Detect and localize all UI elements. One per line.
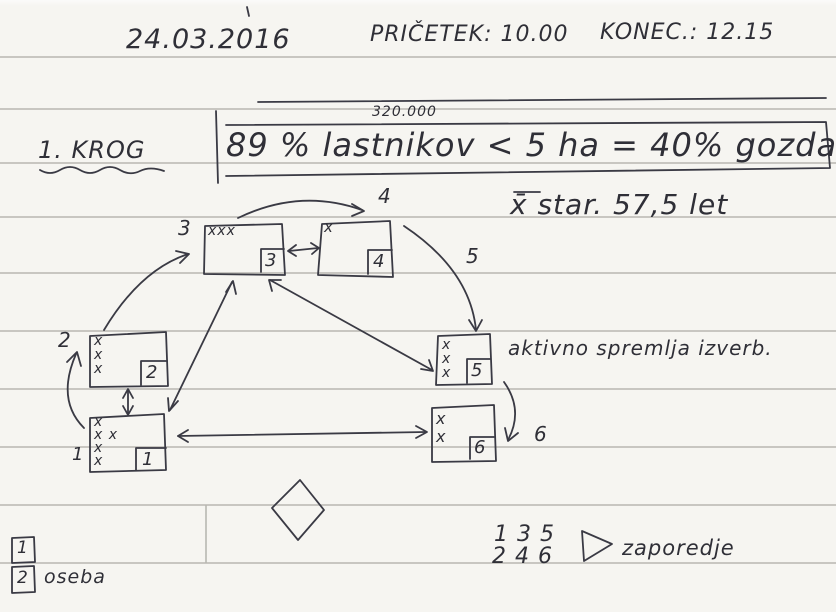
box-2-marks: x x x [94, 333, 104, 377]
legend-boxes [11, 536, 36, 594]
order-bottom-row: 2 4 6 [492, 544, 553, 569]
round-label: 1. KROG [38, 136, 146, 164]
box-5-number: 5 [471, 360, 484, 381]
paper-edge [0, 0, 836, 6]
box-6-number: 6 [474, 437, 487, 458]
order-label: zaporedje [622, 536, 735, 560]
triangle-shape [581, 530, 613, 562]
person-boxes [89, 220, 497, 473]
owners-count-text: 320.000 [372, 104, 437, 120]
legend-box-2 [11, 565, 36, 594]
box-6-marks: x x [436, 409, 447, 446]
round-underline [39, 166, 165, 175]
box-4-marks: x [324, 218, 334, 236]
node-label-6: 6 [534, 422, 548, 446]
statistic-frame [215, 6, 831, 184]
date-text: 24.03.2016 [126, 24, 291, 55]
average-age-text: x̄ star. 57,5 let [510, 188, 729, 221]
box-4 [317, 220, 394, 278]
legend-person-text: oseba [44, 566, 106, 588]
box-1-number: 1 [142, 449, 155, 470]
box-2 [89, 331, 169, 388]
node-label-5: 5 [466, 244, 480, 268]
diamond-shape [271, 479, 325, 541]
node-label-4: 4 [378, 184, 392, 208]
order-top-row: 1 3 5 [494, 522, 555, 547]
box-2-number: 2 [146, 362, 159, 383]
node-label-1: 1 [72, 444, 85, 465]
box-3-number: 3 [265, 250, 278, 271]
ruled-lines [0, 56, 836, 564]
end-time-text: KONEC.: 12.15 [600, 20, 775, 45]
box-6 [431, 404, 497, 463]
node-label-2: 2 [58, 328, 72, 352]
box-3-marks: xxx [208, 223, 236, 239]
box-4-number: 4 [373, 251, 386, 272]
legend-box-1 [11, 536, 36, 564]
ownership-stat-text: 89 % lastnikov < 5 ha = 40% gozda [226, 126, 836, 164]
legend-box-2-number: 2 [17, 568, 29, 588]
box-1-marks: x x x x x [94, 414, 119, 469]
arrows [66, 199, 613, 562]
box-1-inner [135, 447, 167, 471]
box-5-marks: x x x [442, 337, 452, 381]
box-1 [89, 413, 167, 473]
legend-box-1-number: 1 [17, 538, 29, 558]
box-3 [203, 223, 286, 276]
start-time-text: PRIČETEK: 10.00 [370, 22, 569, 47]
box-5 [435, 333, 493, 386]
active-note-text: aktivno spremlja izverb. [508, 336, 773, 360]
node-label-3: 3 [178, 216, 192, 240]
